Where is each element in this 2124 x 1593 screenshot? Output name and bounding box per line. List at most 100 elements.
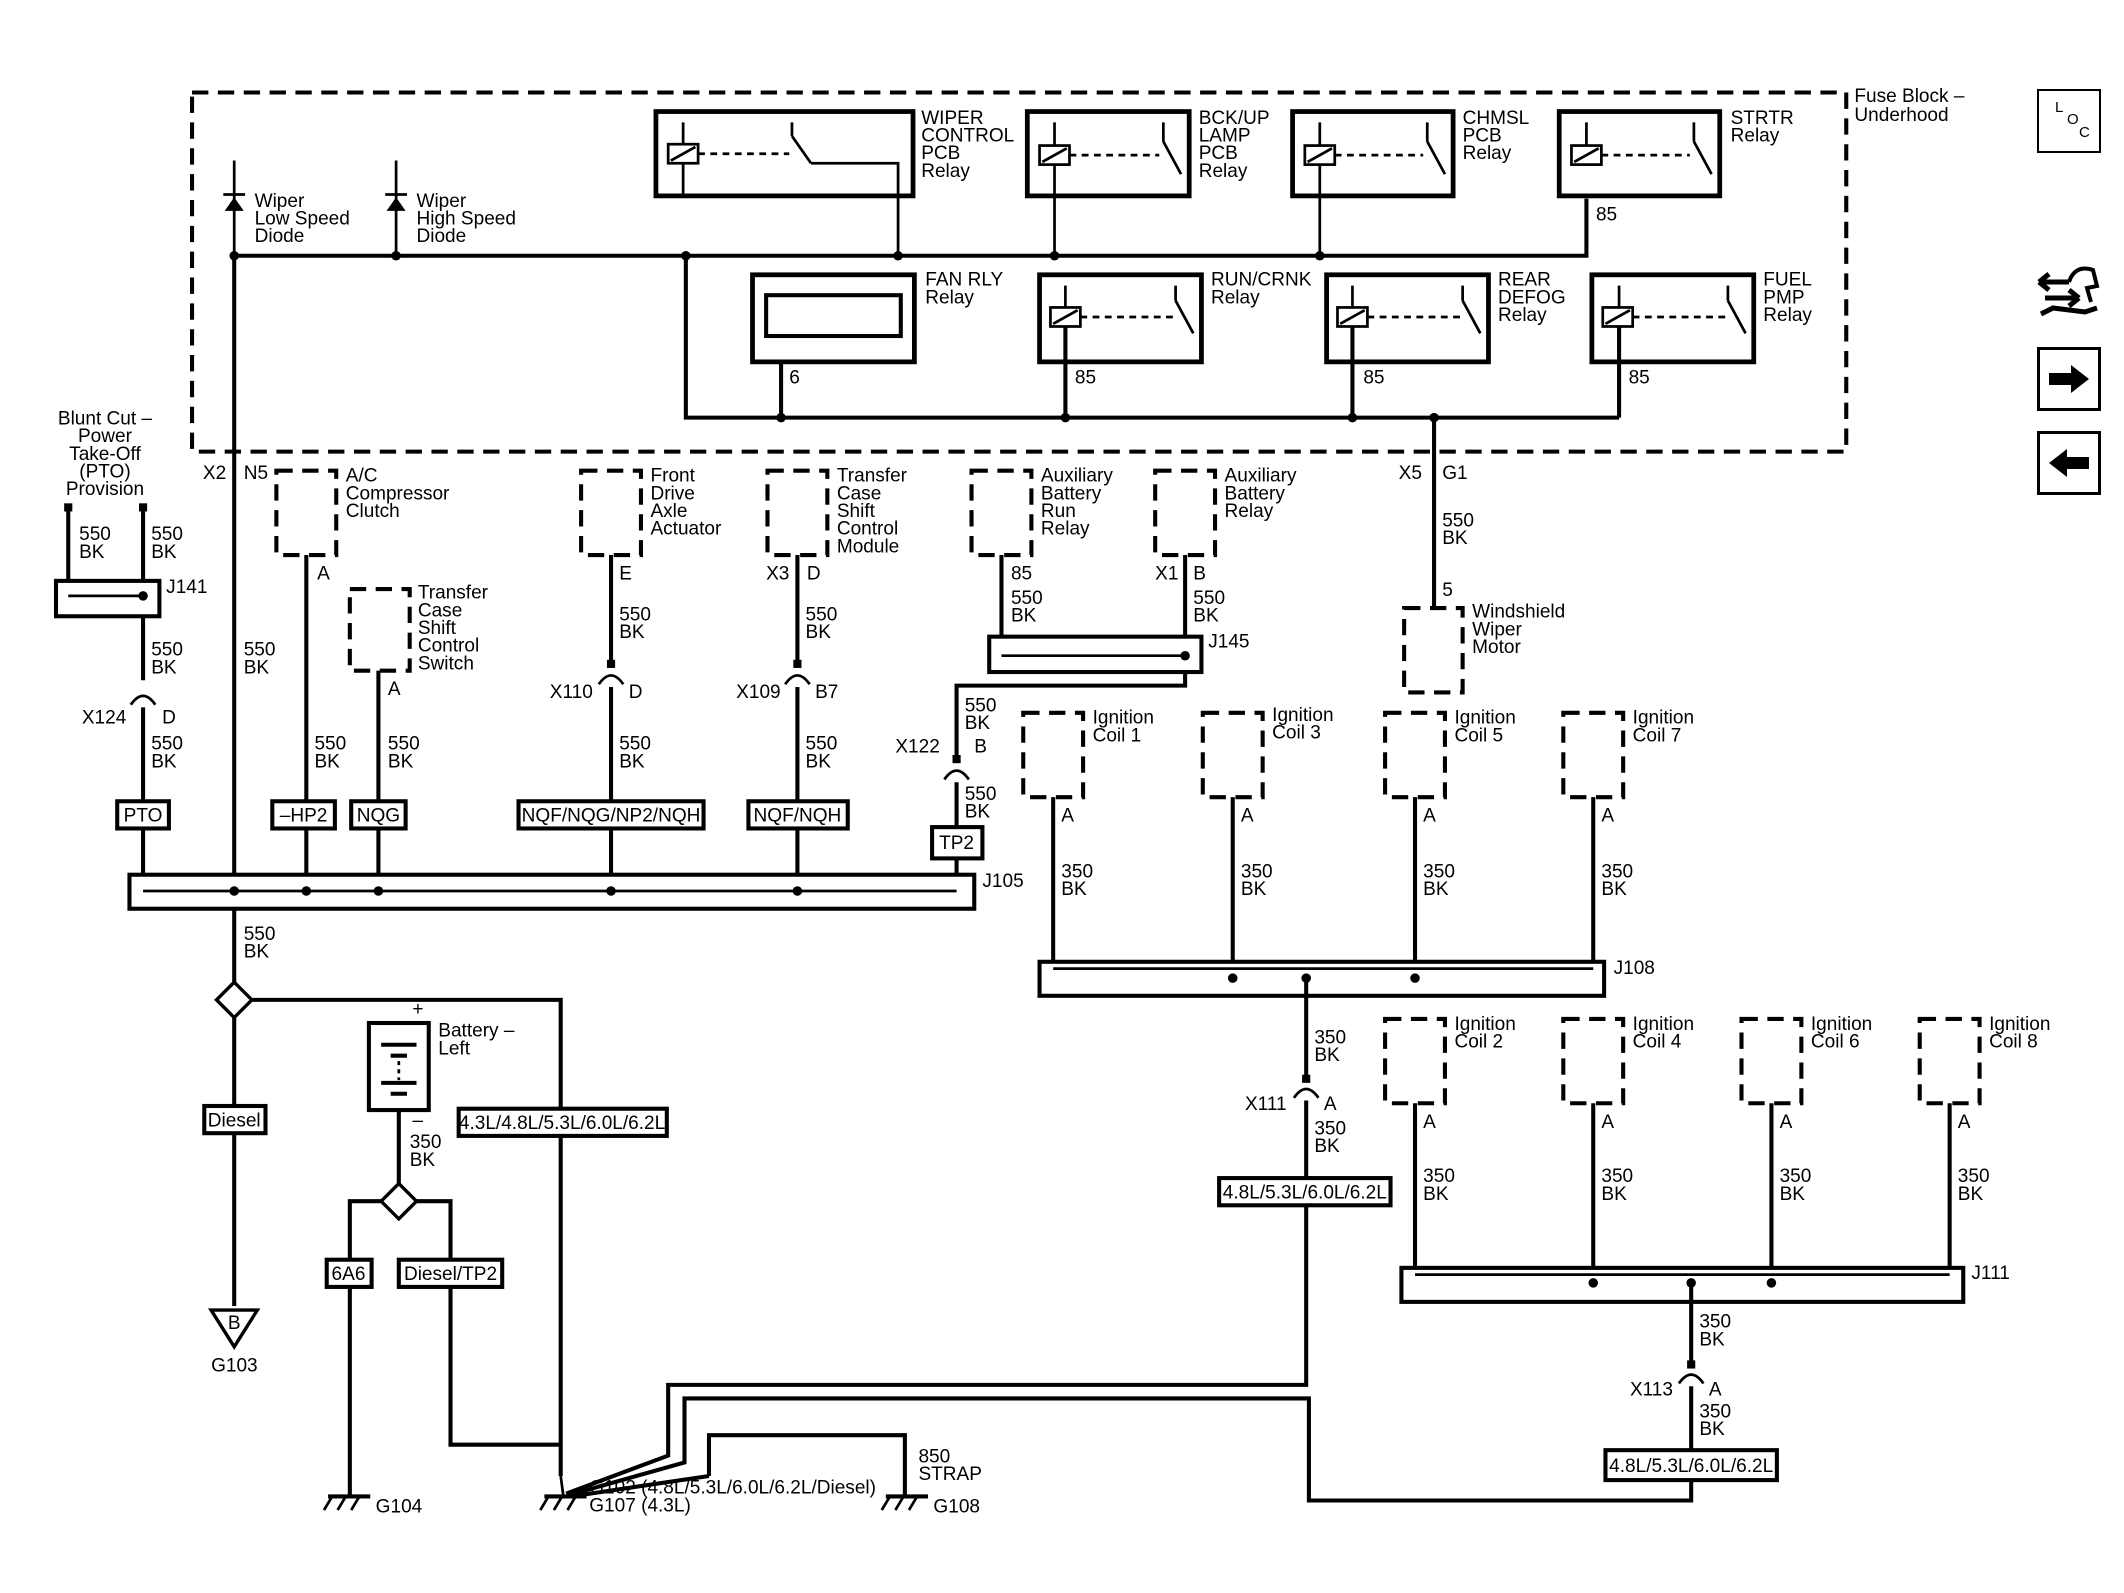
svg-text:A: A xyxy=(1423,806,1436,827)
svg-text:85: 85 xyxy=(1596,204,1617,225)
svg-text:X113: X113 xyxy=(1630,1380,1673,1401)
svg-text:A: A xyxy=(317,564,330,585)
svg-text:D: D xyxy=(629,682,643,703)
fuse-block-label: Fuse Block –Underhood xyxy=(1854,86,1964,126)
svg-text:–: – xyxy=(412,1110,423,1131)
loc-letter-o: O xyxy=(2067,111,2079,128)
svg-text:X122: X122 xyxy=(895,736,939,757)
svg-text:A: A xyxy=(1241,806,1254,827)
svg-text:X124: X124 xyxy=(82,708,127,729)
svg-text:B: B xyxy=(1193,564,1206,585)
svg-text:B: B xyxy=(228,1313,241,1334)
svg-text:–HP2: –HP2 xyxy=(280,806,328,827)
svg-text:4.3L/4.8L/5.3L/6.0L/6.2L: 4.3L/4.8L/5.3L/6.0L/6.2L xyxy=(459,1113,665,1134)
svg-text:NQG: NQG xyxy=(357,806,400,827)
routing-icon[interactable] xyxy=(2035,258,2103,324)
svg-text:D: D xyxy=(162,708,176,729)
g104-ground: G104 xyxy=(322,1494,423,1518)
svg-text:5: 5 xyxy=(1442,580,1453,601)
svg-text:B7: B7 xyxy=(815,682,838,703)
svg-text:D: D xyxy=(807,564,821,585)
svg-text:4.8L/5.3L/6.0L/6.2L: 4.8L/5.3L/6.0L/6.2L xyxy=(1609,1456,1773,1477)
svg-text:4.8L/5.3L/6.0L/6.2L: 4.8L/5.3L/6.0L/6.2L xyxy=(1223,1182,1387,1203)
svg-text:PTO: PTO xyxy=(124,806,163,827)
svg-text:G104: G104 xyxy=(376,1497,423,1518)
svg-text:85: 85 xyxy=(1363,368,1384,389)
loc-letter-c: C xyxy=(2079,124,2090,141)
svg-text:G102 (4.8L/5.3L/6.0L/6.2L/Dies: G102 (4.8L/5.3L/6.0L/6.2L/Diesel)G107 (4… xyxy=(589,1478,876,1517)
svg-text:G103: G103 xyxy=(211,1355,258,1376)
back-arrow-icon xyxy=(2049,449,2089,477)
previous-page-button[interactable] xyxy=(2037,431,2101,495)
location-button[interactable]: L O C xyxy=(2037,89,2101,153)
next-page-button[interactable] xyxy=(2037,347,2101,411)
svg-text:Battery –Left: Battery –Left xyxy=(438,1021,515,1060)
svg-text:G108: G108 xyxy=(933,1497,980,1518)
svg-text:X109: X109 xyxy=(736,682,780,703)
svg-text:A: A xyxy=(1601,1112,1614,1133)
engine-option-box xyxy=(456,1106,669,1138)
svg-text:85: 85 xyxy=(1629,368,1650,389)
splice-j111: J111 xyxy=(1399,1263,2010,1304)
svg-text:Diesel/TP2: Diesel/TP2 xyxy=(404,1264,497,1285)
svg-text:+: + xyxy=(412,999,423,1020)
svg-text:X110: X110 xyxy=(550,682,593,703)
battery-splice-diamond xyxy=(378,1181,419,1222)
diesel-tp2-option-box xyxy=(396,1257,505,1289)
